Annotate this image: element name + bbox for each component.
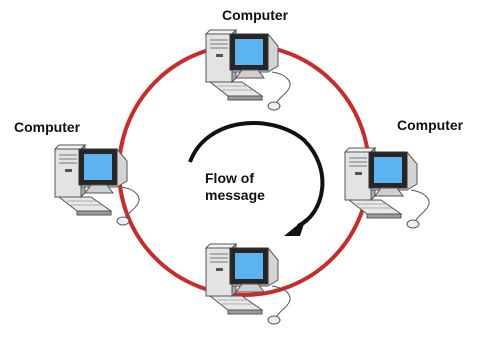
flow-label-line1: Flow of [205,170,254,186]
computer-label-left: Computer [14,119,81,135]
flow-label-line2: message [205,187,265,203]
computer-icon-top [205,29,291,111]
computer-label-right: Computer [397,117,464,133]
arrowhead-icon [284,218,306,236]
circular-arrow-icon [188,121,325,228]
flow-of-message-label: Flow of message [205,170,265,204]
computer-icon-bottom [205,243,291,325]
computer-icon-right [344,147,430,229]
computer-label-top: Computer [222,7,289,23]
